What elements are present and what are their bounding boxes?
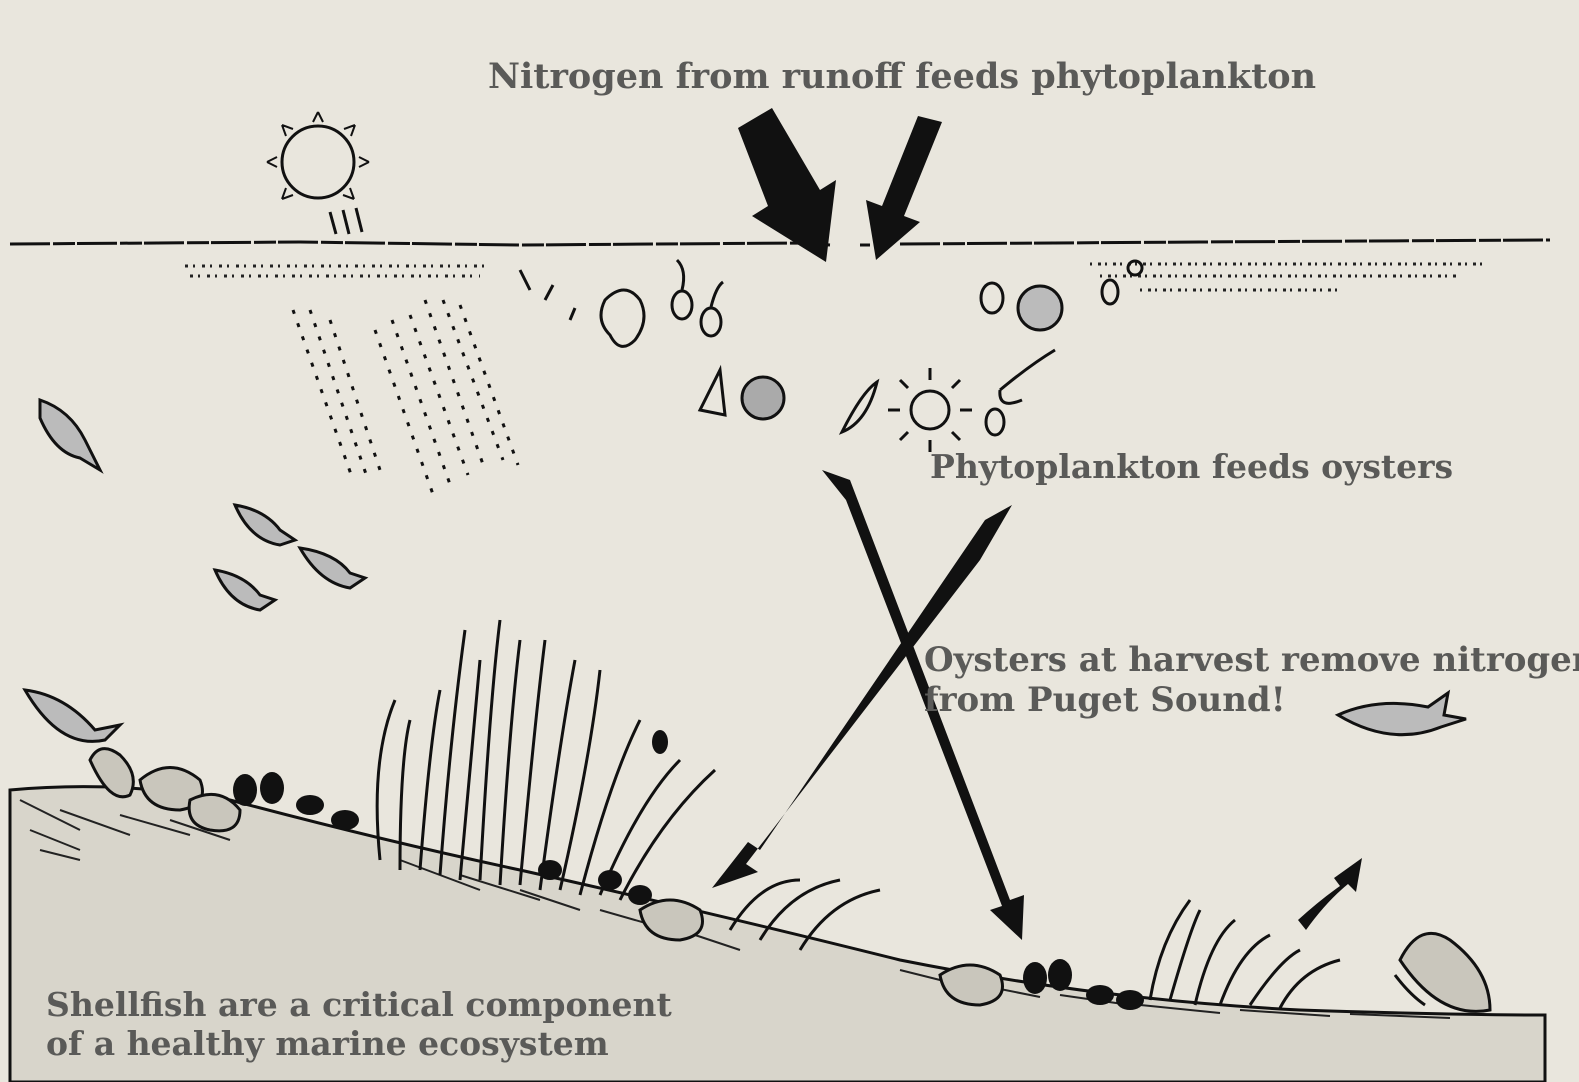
shellfish-label-line2: of a healthy marine ecosystem bbox=[46, 1025, 672, 1064]
surface-plankton-specks bbox=[185, 264, 1485, 290]
oysters-harvest-label: Oysters at harvest remove nitrogen from … bbox=[924, 640, 1579, 720]
nitrogen-arrow-icon bbox=[738, 108, 942, 262]
oysters-harvest-label-line2: from Puget Sound! bbox=[924, 680, 1579, 720]
phytoplankton-icon bbox=[520, 260, 1142, 452]
oysters-harvest-label-line1: Oysters at harvest remove nitrogen bbox=[924, 640, 1579, 680]
sun-icon bbox=[267, 112, 369, 234]
shellfish-label-line1: Shellfish are a critical component bbox=[46, 986, 672, 1025]
water-surface-line bbox=[10, 240, 1550, 245]
nitrogen-label: Nitrogen from runoff feeds phytoplankton bbox=[488, 56, 1316, 97]
shellfish-label: Shellfish are a critical component of a … bbox=[46, 986, 672, 1064]
phytoplankton-label: Phytoplankton feeds oysters bbox=[930, 448, 1453, 487]
light-rays bbox=[293, 300, 518, 500]
harvest-arrow-icon bbox=[1298, 858, 1362, 930]
